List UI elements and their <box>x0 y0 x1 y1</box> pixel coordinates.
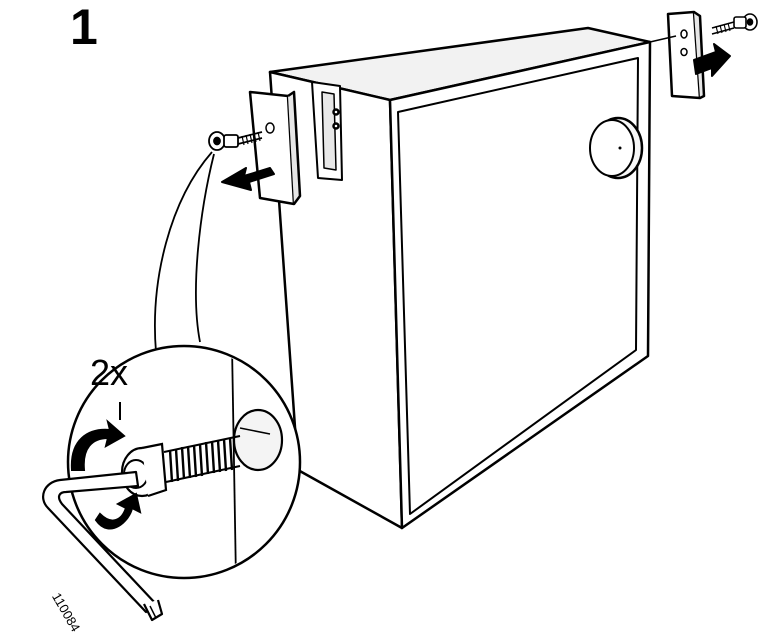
quantity-label: 2x <box>90 352 129 393</box>
screw-icon <box>711 13 758 35</box>
left-fitting-block <box>248 90 302 206</box>
direction-arrow-icon <box>693 43 731 77</box>
detail-zoom <box>66 344 302 580</box>
cabinet-door <box>397 57 639 515</box>
direction-arrow-icon <box>221 167 275 191</box>
callout-line <box>154 151 213 353</box>
cabinet-front <box>388 40 652 530</box>
right-fitting-block <box>666 10 706 100</box>
allen-key-icon <box>42 470 164 622</box>
callout-line <box>195 153 215 343</box>
rotate-arrow-icon <box>70 419 126 471</box>
rotate-arrow-icon <box>94 492 142 530</box>
step-number: 1 <box>70 0 98 55</box>
cabinet <box>268 26 652 530</box>
screw-icon <box>208 131 263 151</box>
